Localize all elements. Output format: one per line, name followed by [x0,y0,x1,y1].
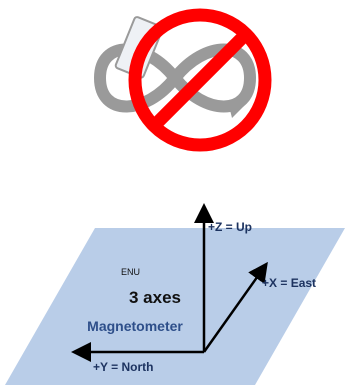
sensor-subtitle-label: Magnetometer [87,318,183,334]
figure-eight-path-icon [93,43,257,113]
prohibition-slash-icon [149,29,251,131]
frame-name-label: ENU [121,267,141,277]
figure-eight-prohibited-group [93,8,272,152]
loop-arrow-icon [228,102,244,118]
x-axis-arrow [202,261,268,353]
x-axis-label: +X = East [262,276,317,290]
prohibition-circle-icon [128,8,272,152]
enu-frame-group [5,203,345,385]
y-axis-label: +Y = North [93,360,154,374]
z-axis-label: +Z = Up [208,220,253,234]
sensor-title-label: 3 axes [129,288,181,307]
